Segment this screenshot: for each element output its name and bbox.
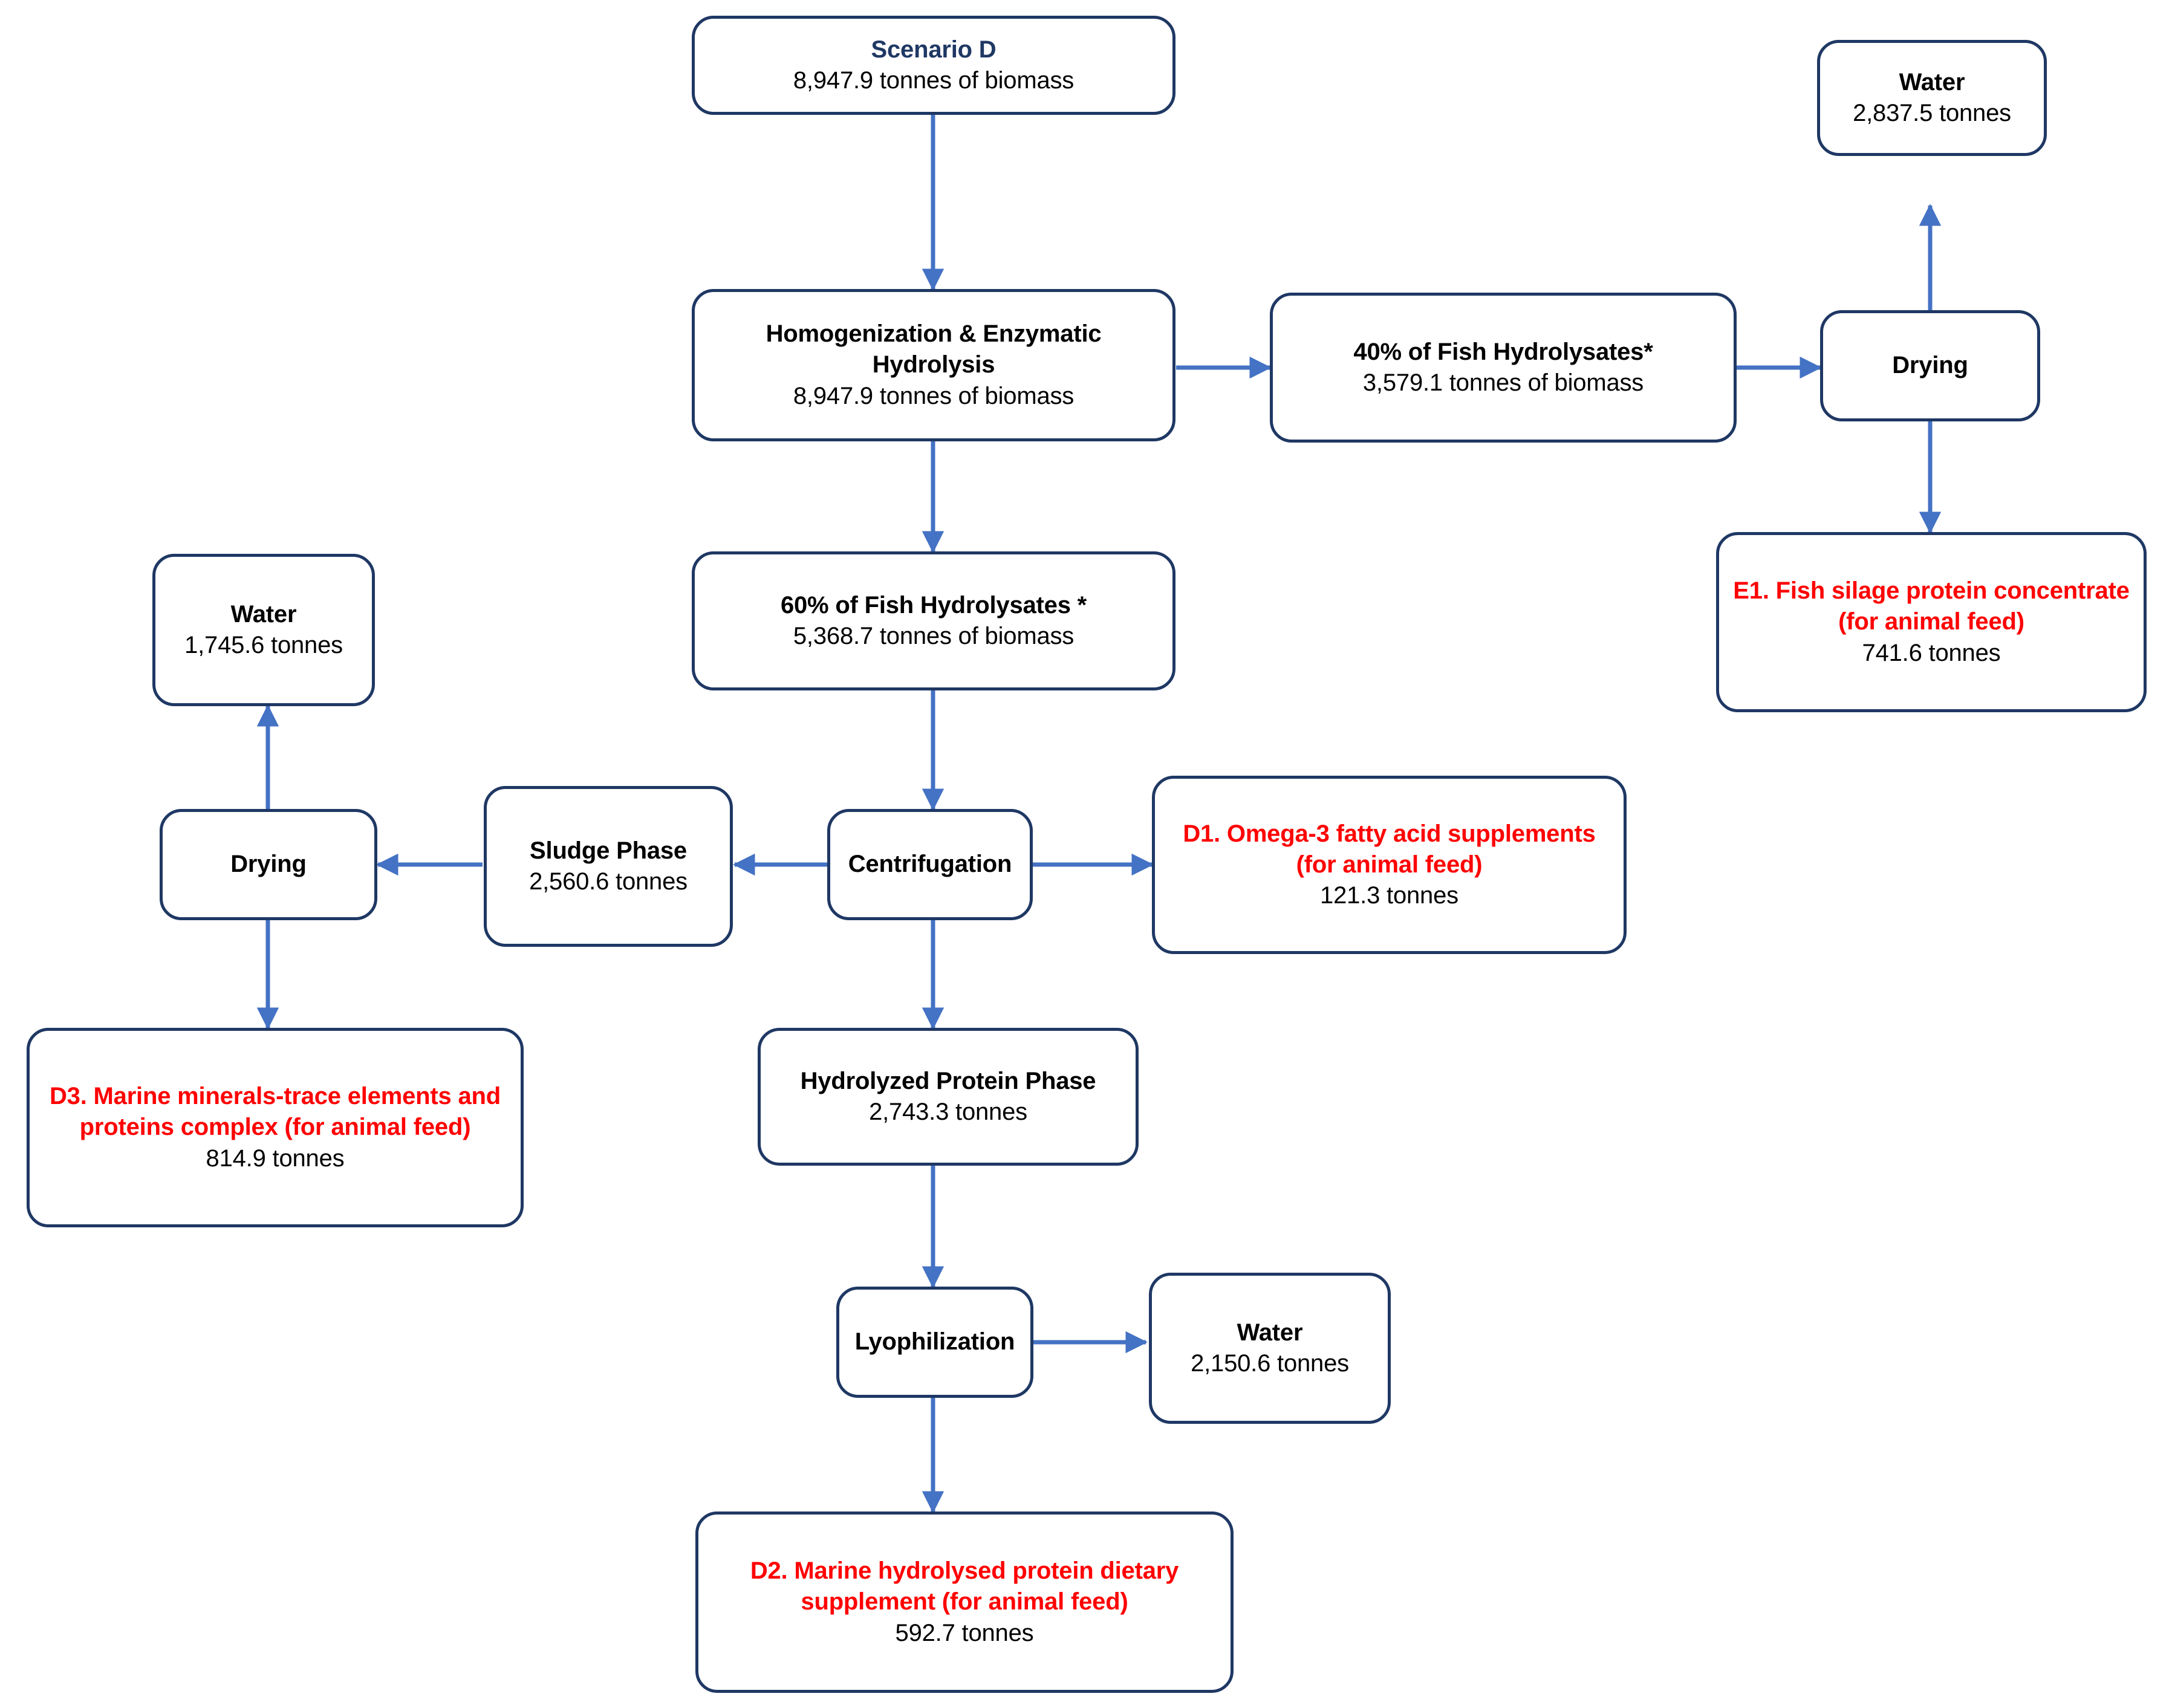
node-value: 121.3 tonnes	[1320, 882, 1458, 909]
node-60-percent-fish-hydrolysates[interactable]: 60% of Fish Hydrolysates * 5,368.7 tonne…	[692, 551, 1175, 690]
node-value: 814.9 tonnes	[206, 1145, 345, 1172]
node-drying-right[interactable]: Drying	[1820, 310, 2040, 421]
node-title: Water	[1237, 1319, 1303, 1346]
node-water-lyophilization[interactable]: Water 2,150.6 tonnes	[1149, 1273, 1391, 1424]
node-e1-fish-silage-protein-concentrate[interactable]: E1. Fish silage protein concentrate (for…	[1716, 532, 2147, 712]
node-d1-omega-3-supplements[interactable]: D1. Omega-3 fatty acid supplements (for …	[1152, 776, 1627, 954]
node-title: Drying	[230, 851, 307, 878]
node-value: 5,368.7 tonnes of biomass	[793, 623, 1075, 649]
node-value: 3,579.1 tonnes of biomass	[1362, 369, 1644, 396]
node-d3-marine-minerals-trace-elements[interactable]: D3. Marine minerals-trace elements and p…	[27, 1028, 524, 1227]
node-homogenization-enzymatic-hydrolysis[interactable]: Homogenization & Enzymatic Hydrolysis 8,…	[692, 289, 1175, 441]
node-title: Centrifugation	[848, 851, 1012, 878]
node-scenario-d[interactable]: Scenario D 8,947.9 tonnes of biomass	[692, 16, 1175, 115]
node-title: Hydrolyzed Protein Phase	[800, 1067, 1096, 1094]
node-title: Water	[230, 600, 297, 628]
node-title: E1. Fish silage protein concentrate (for…	[1733, 577, 2130, 635]
node-hydrolyzed-protein-phase[interactable]: Hydrolyzed Protein Phase 2,743.3 tonnes	[758, 1028, 1139, 1166]
node-sludge-phase[interactable]: Sludge Phase 2,560.6 tonnes	[484, 786, 733, 947]
node-value: 1,745.6 tonnes	[184, 632, 343, 658]
node-title: Drying	[1892, 352, 1968, 379]
node-drying-left[interactable]: Drying	[160, 809, 377, 920]
node-title: Homogenization & Enzymatic Hydrolysis	[766, 320, 1102, 378]
node-40-percent-fish-hydrolysates[interactable]: 40% of Fish Hydrolysates* 3,579.1 tonnes…	[1270, 293, 1737, 443]
node-value: 2,743.3 tonnes	[869, 1099, 1027, 1125]
node-title: D1. Omega-3 fatty acid supplements (for …	[1183, 820, 1596, 878]
node-centrifugation[interactable]: Centrifugation	[827, 809, 1033, 920]
node-title: Scenario D	[871, 36, 997, 63]
node-title: D3. Marine minerals-trace elements and p…	[49, 1083, 501, 1141]
node-water-top-right[interactable]: Water 2,837.5 tonnes	[1817, 40, 2047, 156]
node-title: 40% of Fish Hydrolysates*	[1353, 338, 1653, 365]
node-value: 2,560.6 tonnes	[529, 868, 688, 895]
node-value: 8,947.9 tonnes of biomass	[793, 382, 1075, 409]
node-title: Water	[1899, 68, 1965, 96]
node-title: Lyophilization	[854, 1328, 1015, 1356]
node-lyophilization[interactable]: Lyophilization	[836, 1287, 1033, 1398]
node-d2-marine-hydrolysed-protein[interactable]: D2. Marine hydrolysed protein dietary su…	[695, 1512, 1234, 1693]
node-water-left[interactable]: Water 1,745.6 tonnes	[152, 554, 375, 706]
node-value: 8,947.9 tonnes of biomass	[793, 67, 1075, 94]
node-value: 2,150.6 tonnes	[1191, 1350, 1349, 1377]
node-title: Sludge Phase	[530, 837, 687, 864]
node-value: 2,837.5 tonnes	[1853, 100, 2011, 126]
node-title: 60% of Fish Hydrolysates *	[780, 591, 1087, 619]
node-value: 741.6 tonnes	[1862, 639, 2001, 666]
node-title: D2. Marine hydrolysed protein dietary su…	[750, 1557, 1179, 1615]
node-value: 592.7 tonnes	[895, 1619, 1034, 1646]
